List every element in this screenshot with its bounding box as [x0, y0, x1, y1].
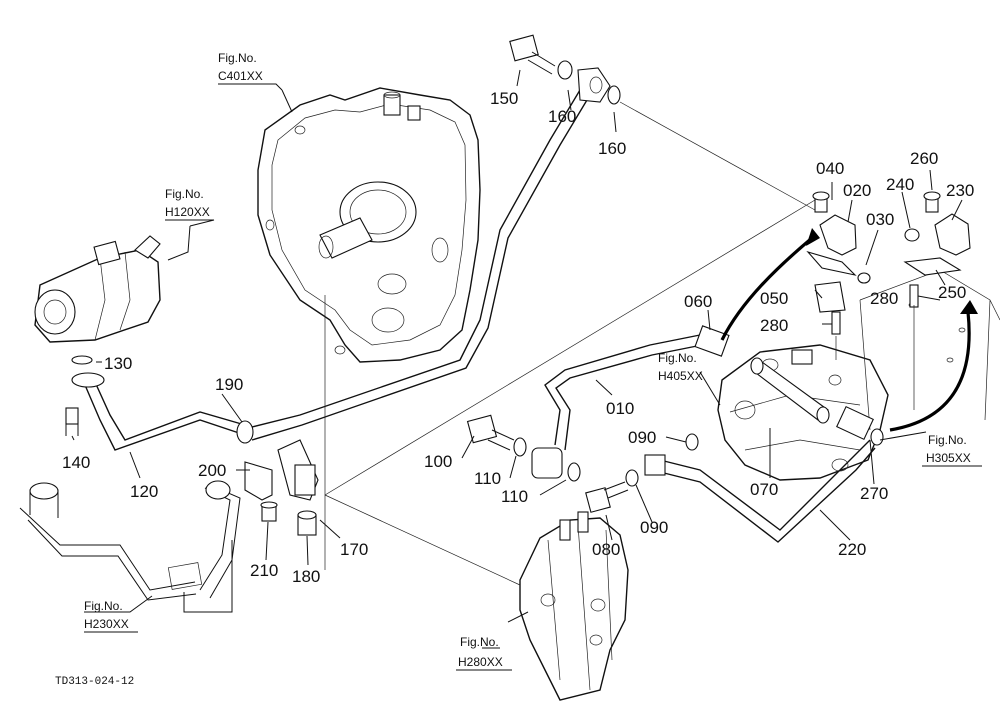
body-plate — [859, 269, 1000, 431]
part-label-200: 200 — [198, 461, 226, 480]
part-labels: 150 160 160 040 020 030 260 240 230 060 … — [62, 89, 974, 586]
fig-ref-c401-line2: C401XX — [218, 69, 263, 83]
drawing-code: TD313-024-12 — [55, 676, 134, 688]
part-label-020: 020 — [843, 181, 871, 200]
part-label-160-a: 160 — [548, 107, 576, 126]
part-label-150: 150 — [490, 89, 518, 108]
clamp-230 — [903, 191, 971, 276]
washer-090-a — [685, 433, 699, 451]
part-label-220: 220 — [838, 540, 866, 559]
fig-ref-h120-line2: H120XX — [165, 205, 210, 219]
pipe-070 — [750, 357, 830, 424]
pipe-010 — [544, 334, 701, 446]
part-label-140: 140 — [62, 453, 90, 472]
fig-ref-h405-line1: Fig.No. — [658, 351, 697, 365]
valve-stack — [519, 511, 629, 701]
part-label-160-b: 160 — [598, 139, 626, 158]
assembly-arrow-left-head — [806, 228, 820, 246]
bolt-140 — [65, 407, 79, 436]
suction-pipe — [19, 480, 241, 601]
assembly-arrow-left — [720, 236, 814, 341]
part-label-250: 250 — [938, 283, 966, 302]
clamp-020 — [806, 191, 857, 313]
stud-280-a — [831, 311, 841, 335]
bolt-080 — [585, 481, 629, 513]
leader-lines — [71, 69, 963, 649]
part-label-130: 130 — [104, 354, 132, 373]
part-label-180: 180 — [292, 567, 320, 586]
part-label-190: 190 — [215, 375, 243, 394]
fig-ref-h280-line1: Fig.No. — [460, 635, 499, 649]
assembly-arrow-right — [889, 311, 971, 432]
part-label-120: 120 — [130, 482, 158, 501]
part-label-230: 230 — [946, 181, 974, 200]
stud-280-b — [909, 284, 919, 308]
fitting-270 — [836, 405, 884, 446]
transmission-housing — [257, 87, 481, 363]
nut-030 — [857, 272, 871, 284]
part-label-280-b: 280 — [870, 289, 898, 308]
part-label-090-b: 090 — [640, 518, 668, 537]
part-label-070: 070 — [750, 480, 778, 499]
fig-ref-c401-line1: Fig.No. — [218, 51, 257, 65]
hydraulic-pump — [34, 235, 161, 343]
pipe-220 — [659, 439, 871, 531]
part-label-110-a: 110 — [474, 469, 501, 488]
part-label-110-b: 110 — [501, 487, 528, 506]
pipe-120 — [84, 384, 246, 451]
fitting-150-group — [509, 34, 621, 105]
part-label-260: 260 — [910, 149, 938, 168]
fig-ref-h305-line1: Fig.No. — [928, 433, 967, 447]
fig-ref-h405-line2: H405XX — [658, 369, 703, 383]
fig-ref-h120-line1: Fig.No. — [165, 187, 204, 201]
part-label-050: 050 — [760, 289, 788, 308]
control-valve — [717, 344, 889, 481]
part-label-210: 210 — [250, 561, 278, 580]
part-label-280-a: 280 — [760, 316, 788, 335]
fig-ref-h305-line2: H305XX — [926, 451, 971, 465]
fitting-100-group — [466, 414, 581, 482]
part-label-040: 040 — [816, 159, 844, 178]
nut-240 — [904, 228, 920, 242]
pipe-long — [247, 89, 581, 429]
fig-ref-h280-line2: H280XX — [458, 655, 503, 669]
part-label-170: 170 — [340, 540, 368, 559]
part-label-100: 100 — [424, 452, 452, 471]
fitting-060 — [694, 325, 730, 357]
part-label-030: 030 — [866, 210, 894, 229]
part-label-080: 080 — [592, 540, 620, 559]
flange-130-area — [71, 372, 105, 388]
figure-refs: Fig.No. C401XX Fig.No. H120XX Fig.No. H4… — [84, 51, 982, 671]
part-label-270: 270 — [860, 484, 888, 503]
part-label-090-a: 090 — [628, 428, 656, 447]
o-ring-130 — [71, 355, 93, 365]
washer-090-b — [625, 469, 639, 487]
fig-ref-h230-line1: Fig.No. — [84, 599, 123, 613]
part-label-010: 010 — [606, 399, 634, 418]
fitting-220-end — [644, 454, 666, 476]
clamp-190-group — [236, 420, 319, 536]
assembly-arrow-right-head — [960, 300, 978, 314]
part-label-060: 060 — [684, 292, 712, 311]
fig-ref-h230-line2: H230XX — [84, 617, 129, 631]
part-label-240: 240 — [886, 175, 914, 194]
